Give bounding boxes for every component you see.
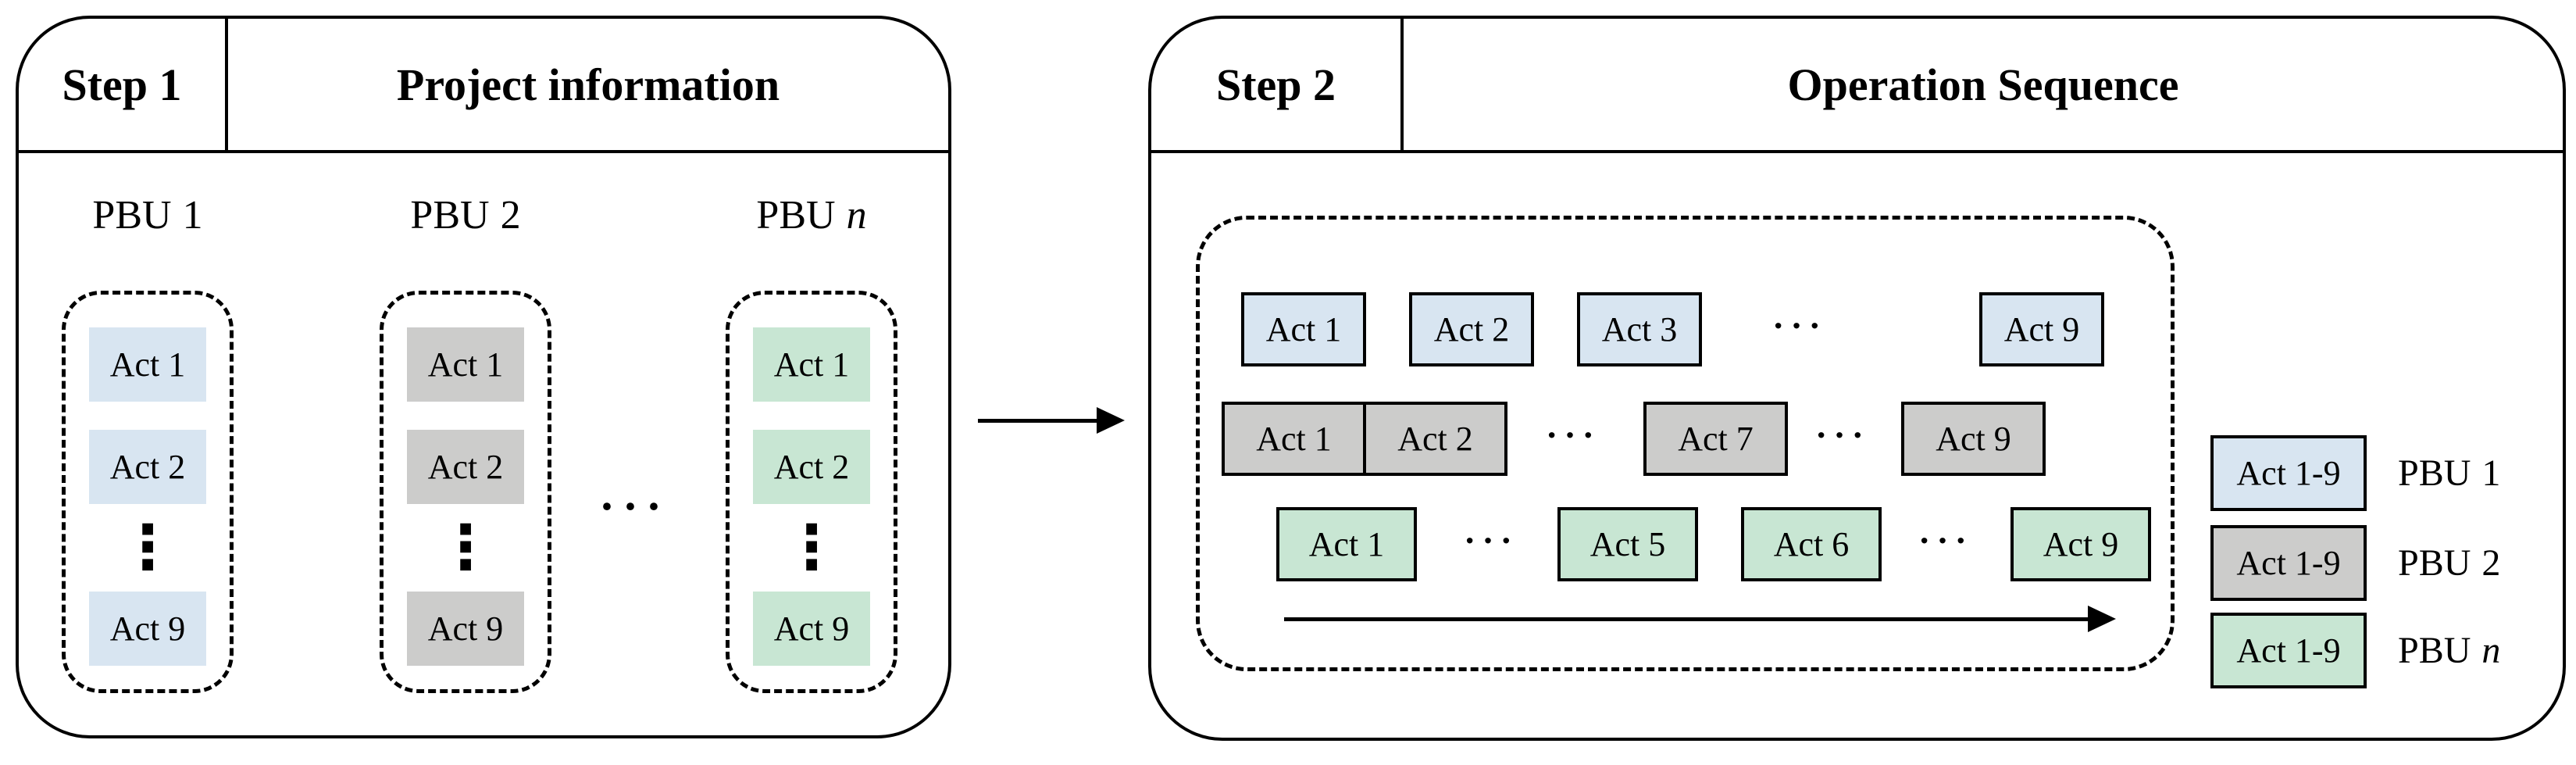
- horizontal-ellipsis-icon: ···: [598, 481, 670, 532]
- vertical-ellipsis-icon: ⋮: [781, 513, 842, 583]
- step2-label-cell: Step 2: [1151, 19, 1404, 150]
- pbu2-label-suffix: 2: [500, 193, 521, 238]
- activity-box: Act 9: [1901, 402, 2046, 476]
- pbun-label-prefix: PBU: [756, 193, 836, 238]
- operation-sequence-group: [1196, 216, 2175, 671]
- pbun-activity-group: Act 1 Act 2 ⋮ Act 9: [726, 291, 897, 693]
- activity-box: Act 2: [1363, 402, 1507, 476]
- vertical-ellipsis-icon: ⋮: [435, 513, 496, 583]
- flow-arrow-icon: [978, 406, 1125, 434]
- step2-title-cell: Operation Sequence: [1404, 19, 2563, 150]
- activity-box: Act 6: [1741, 507, 1882, 581]
- pbu1-label-prefix: PBU: [92, 193, 172, 238]
- activity-box: Act 1: [753, 327, 870, 402]
- horizontal-ellipsis-icon: ···: [1771, 306, 1828, 345]
- activity-box: Act 9: [407, 592, 524, 666]
- activity-box: Act 1: [1222, 402, 1366, 476]
- horizontal-ellipsis-icon: ···: [1814, 415, 1871, 455]
- activity-box: Act 2: [89, 430, 206, 504]
- activity-box: Act 9: [1979, 292, 2104, 366]
- activity-box: Act 1: [1241, 292, 1366, 366]
- legend-swatch-pbun: Act 1-9: [2210, 613, 2367, 688]
- legend-pbu1-prefix: PBU: [2398, 452, 2471, 494]
- activity-box: Act 5: [1557, 507, 1698, 581]
- step1-title: Project information: [396, 59, 780, 110]
- legend-pbun-suffix: n: [2481, 630, 2501, 671]
- pbu2-label-prefix: PBU: [410, 193, 490, 238]
- step2-header: Step 2 Operation Sequence: [1151, 19, 2563, 153]
- pbu1-activity-group: Act 1 Act 2 ⋮ Act 9: [62, 291, 234, 693]
- step2-label: Step 2: [1215, 59, 1336, 110]
- step1-label-cell: Step 1: [19, 19, 228, 150]
- activity-box: Act 2: [753, 430, 870, 504]
- activity-box: Act 2: [407, 430, 524, 504]
- pbu2-activity-group: Act 1 Act 2 ⋮ Act 9: [380, 291, 551, 693]
- step1-header: Step 1 Project information: [19, 19, 948, 153]
- legend-pbun-prefix: PBU: [2398, 630, 2471, 671]
- horizontal-ellipsis-icon: ···: [1918, 520, 1974, 560]
- activity-box: Act 1: [1276, 507, 1417, 581]
- activity-box: Act 9: [753, 592, 870, 666]
- vertical-ellipsis-icon: ⋮: [117, 513, 178, 583]
- activity-box: Act 9: [2010, 507, 2151, 581]
- activity-box: Act 7: [1643, 402, 1788, 476]
- activity-box: Act 9: [89, 592, 206, 666]
- step2-panel: Step 2 Operation Sequence Act 1 Act 2 Ac…: [1148, 16, 2566, 741]
- step2-title: Operation Sequence: [1787, 59, 2179, 110]
- activity-box: Act 3: [1577, 292, 1702, 366]
- legend-swatch-pbu2: Act 1-9: [2210, 525, 2367, 601]
- activity-box: Act 2: [1409, 292, 1534, 366]
- legend-swatch-pbu1: Act 1-9: [2210, 435, 2367, 511]
- horizontal-ellipsis-icon: ···: [1463, 520, 1519, 560]
- horizontal-ellipsis-icon: ···: [1545, 415, 1601, 455]
- pbu1-label-suffix: 1: [182, 193, 203, 238]
- legend-pbu2-prefix: PBU: [2398, 542, 2471, 584]
- activity-box: Act 1: [89, 327, 206, 402]
- legend-pbu2-suffix: 2: [2481, 542, 2501, 584]
- step1-label: Step 1: [62, 59, 182, 110]
- sequence-arrow-icon: [1284, 604, 2116, 634]
- legend-pbu1-suffix: 1: [2481, 452, 2501, 494]
- pbun-label-suffix: n: [846, 193, 867, 238]
- activity-box: Act 1: [407, 327, 524, 402]
- step1-title-cell: Project information: [228, 19, 948, 150]
